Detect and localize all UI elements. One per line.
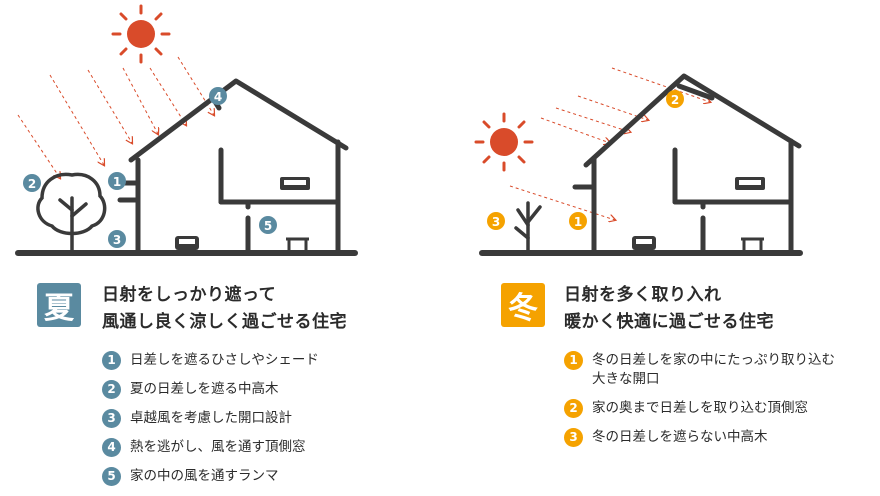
- winter-headline-line2: 暖かく快適に過ごせる住宅: [564, 312, 774, 332]
- list-item: 5 家の中の風を通すランマ: [102, 467, 319, 486]
- winter-marker-2: 2: [666, 90, 684, 108]
- winter-item-text: 冬の日差しを家の中にたっぷり取り込む 大きな開口: [592, 352, 835, 387]
- summer-headline: 日射をしっかり遮って 風通し良く涼しく過ごせる住宅: [102, 282, 347, 336]
- list-item: 3 冬の日差しを遮らない中高木: [564, 428, 835, 447]
- summer-list: 1 日差しを遮るひさしやシェード 2 夏の日差しを遮る中高木 3 卓越風を考慮した開口…: [102, 351, 319, 496]
- svg-text:1: 1: [113, 175, 121, 189]
- winter-badge: 冬: [501, 283, 545, 327]
- list-item: 2 家の奥まで日差しを取り込む頂側窓: [564, 399, 835, 418]
- summer-sun-icon: [111, 4, 171, 64]
- summer-marker-1: 1: [108, 172, 126, 190]
- summer-tree-icon: [36, 172, 107, 253]
- winter-table-icon: [741, 237, 764, 250]
- winter-item-text: 冬の日差しを遮らない中高木: [592, 429, 768, 445]
- winter-item-text: 家の奥まで日差しを取り込む頂側窓: [592, 400, 808, 416]
- summer-headline-line2: 風通し良く涼しく過ごせる住宅: [102, 312, 347, 332]
- svg-text:1: 1: [574, 215, 582, 229]
- winter-scene: 1 2 3: [474, 67, 803, 256]
- winter-headline: 日射を多く取り入れ 暖かく快適に過ごせる住宅: [564, 282, 774, 336]
- summer-sofa-icon: [175, 236, 199, 250]
- summer-item-text: 熱を逃がし、風を通す頂側窓: [130, 439, 306, 455]
- list-item: 3 卓越風を考慮した開口設計: [102, 409, 319, 428]
- winter-marker-3: 3: [487, 212, 505, 230]
- summer-num-4: 4: [102, 438, 121, 457]
- list-item: 4 熱を逃がし、風を通す頂側窓: [102, 438, 319, 457]
- list-item: 1 日差しを遮るひさしやシェード: [102, 351, 319, 370]
- winter-sofa-icon: [632, 236, 656, 250]
- winter-sun-icon: [474, 112, 534, 172]
- winter-tree-icon: [514, 201, 542, 253]
- winter-num-2: 2: [564, 399, 583, 418]
- summer-marker-3: 3: [108, 230, 126, 248]
- svg-text:5: 5: [264, 219, 272, 233]
- summer-marker-5: 5: [259, 216, 277, 234]
- winter-list: 1 冬の日差しを家の中にたっぷり取り込む 大きな開口 2 家の奥まで日差しを取り込む…: [564, 351, 835, 457]
- summer-item-text: 家の中の風を通すランマ: [130, 468, 279, 484]
- summer-bed-icon: [280, 177, 310, 190]
- winter-num-1: 1: [564, 351, 583, 370]
- svg-text:4: 4: [214, 90, 222, 104]
- list-item: 1 冬の日差しを家の中にたっぷり取り込む 大きな開口: [564, 351, 835, 389]
- summer-scene: 1 2 3 4 5: [15, 4, 358, 256]
- summer-num-2: 2: [102, 380, 121, 399]
- summer-num-5: 5: [102, 467, 121, 486]
- list-item: 2 夏の日差しを遮る中高木: [102, 380, 319, 399]
- summer-num-1: 1: [102, 351, 121, 370]
- svg-text:2: 2: [28, 177, 36, 191]
- winter-house: [572, 73, 802, 254]
- svg-text:3: 3: [113, 233, 121, 247]
- summer-marker-2: 2: [23, 174, 41, 192]
- winter-marker-1: 1: [569, 212, 587, 230]
- summer-badge: 夏: [37, 283, 81, 327]
- summer-sun-rays: [17, 56, 214, 178]
- summer-marker-4: 4: [209, 87, 227, 105]
- summer-table-icon: [286, 237, 309, 250]
- summer-headline-line1: 日射をしっかり遮って: [102, 285, 277, 305]
- summer-item-text: 日差しを遮るひさしやシェード: [130, 352, 319, 368]
- summer-item-text: 夏の日差しを遮る中高木: [130, 381, 279, 397]
- summer-item-text: 卓越風を考慮した開口設計: [130, 410, 292, 426]
- winter-num-3: 3: [564, 428, 583, 447]
- winter-headline-line1: 日射を多く取り入れ: [564, 285, 722, 305]
- summer-num-3: 3: [102, 409, 121, 428]
- summer-house: [117, 78, 349, 254]
- winter-bed-icon: [735, 177, 765, 190]
- svg-text:3: 3: [492, 215, 500, 229]
- svg-text:2: 2: [671, 93, 679, 107]
